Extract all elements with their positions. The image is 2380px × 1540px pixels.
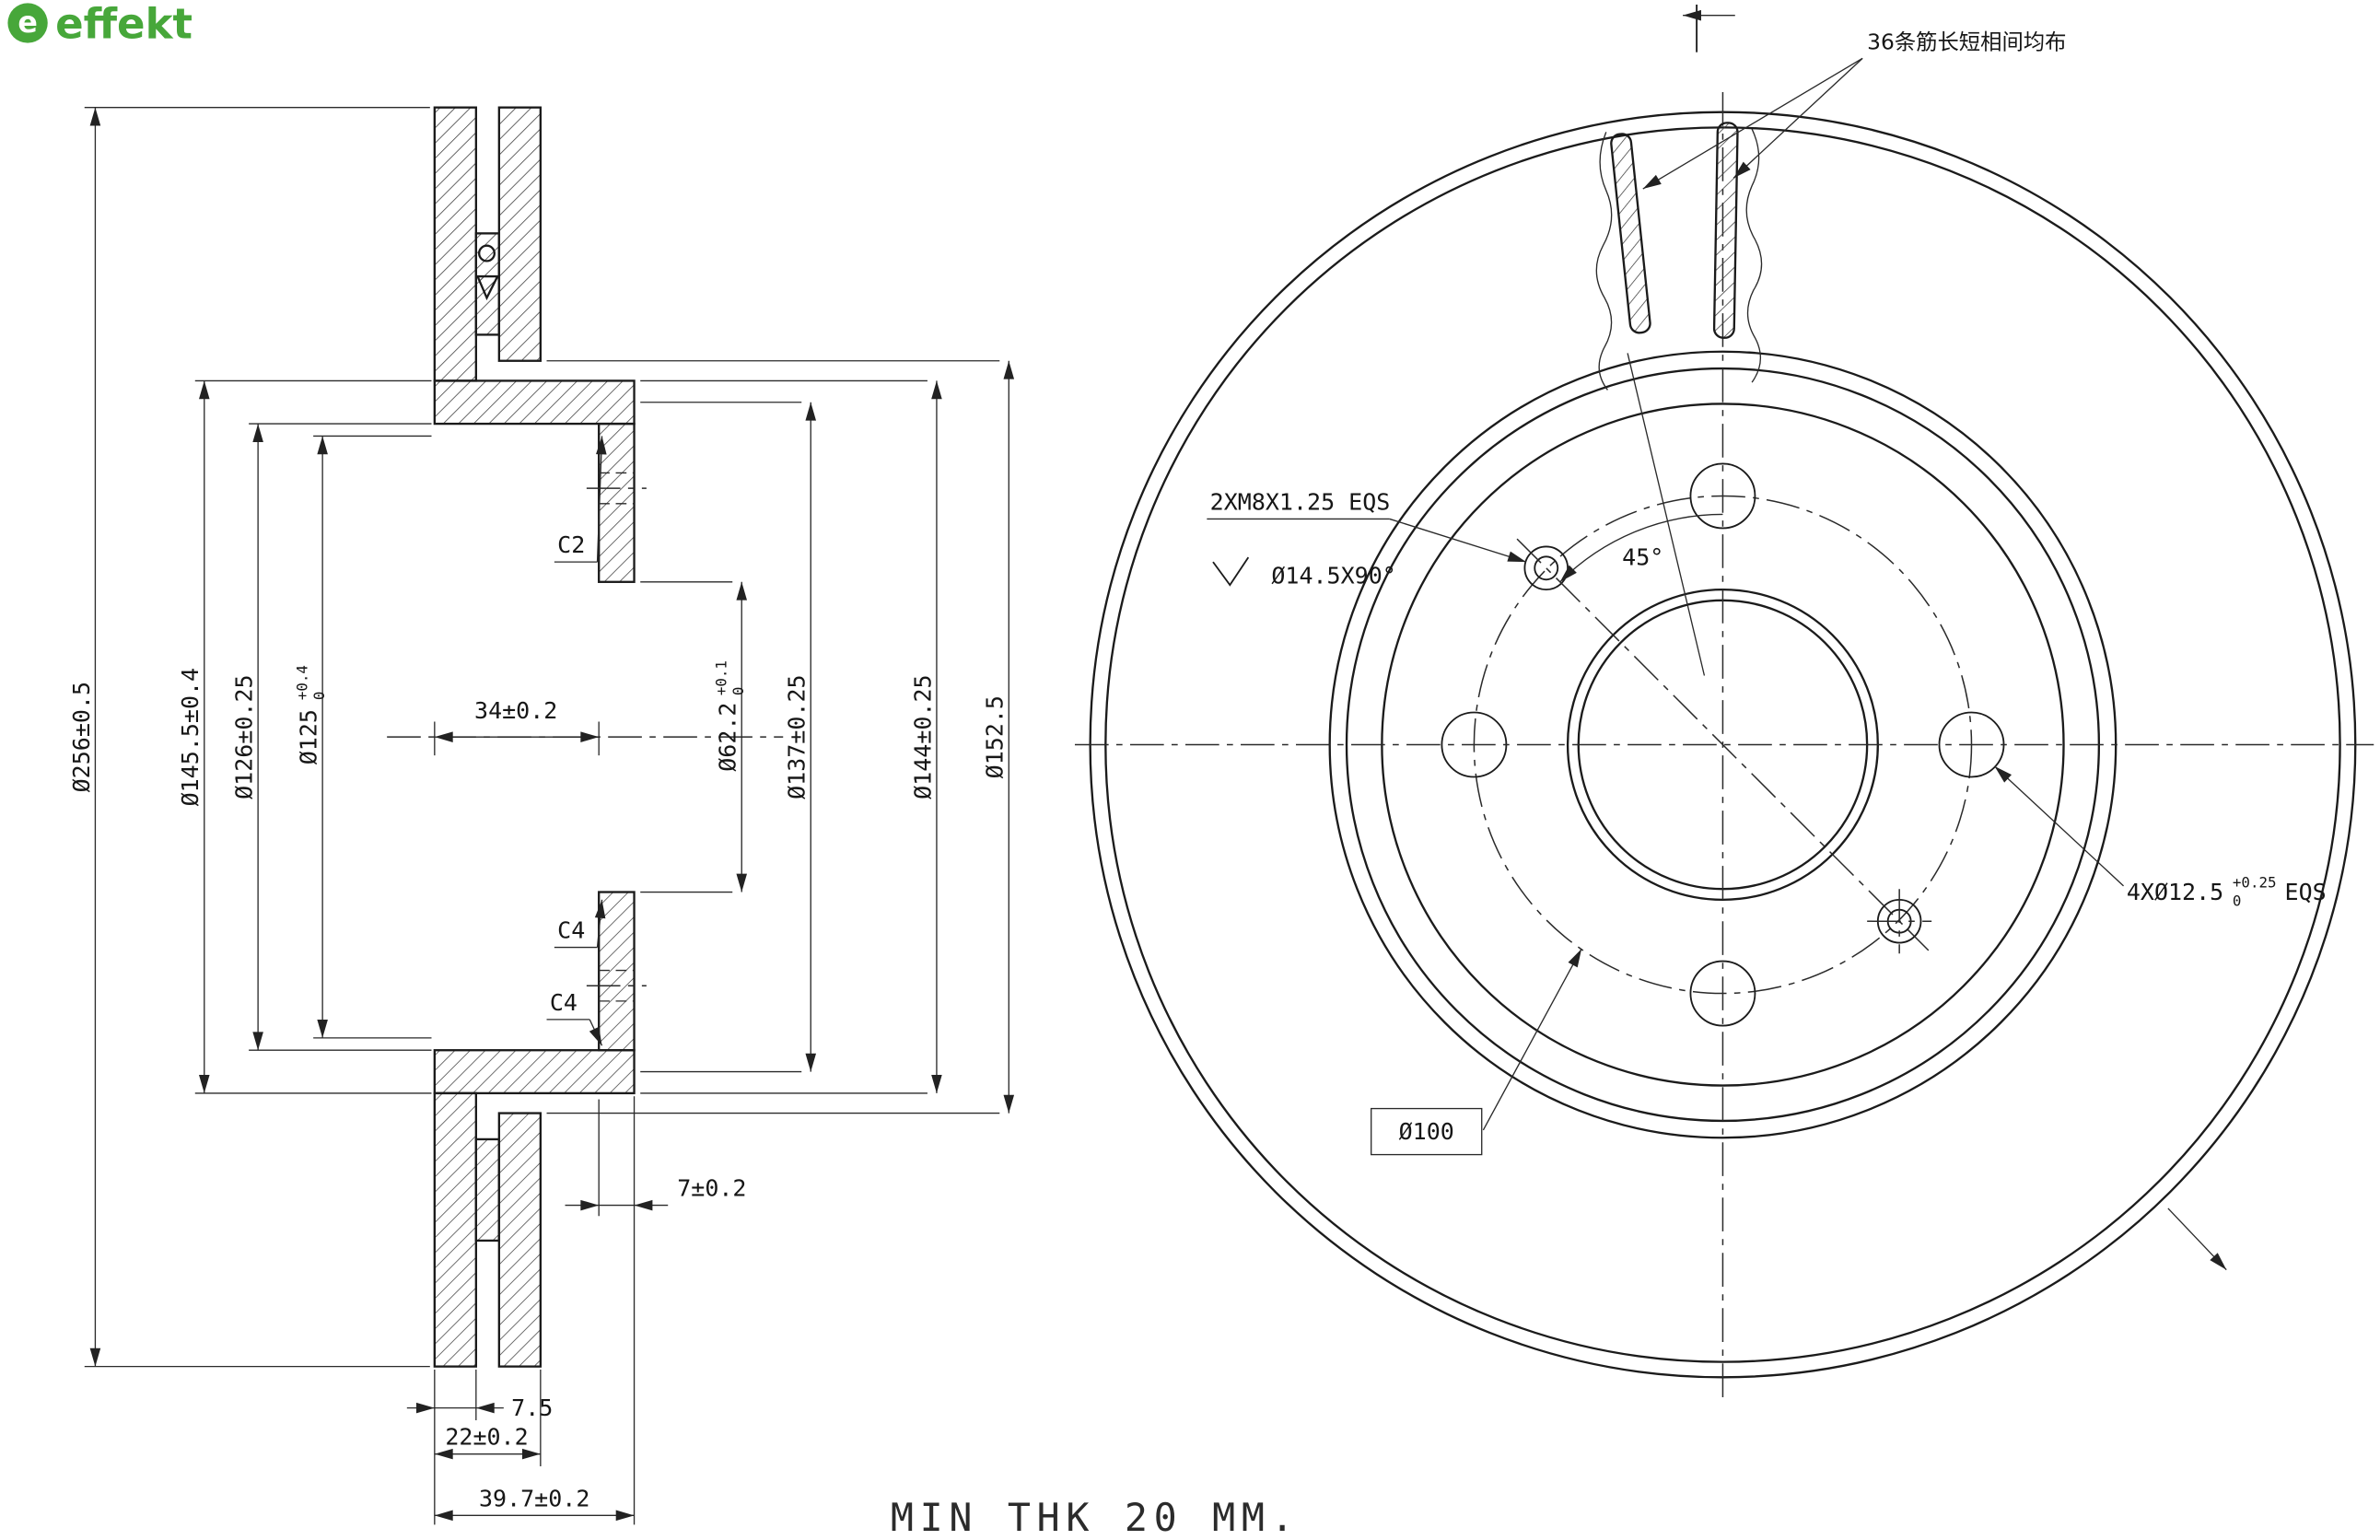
inboard-plate-upper: [497, 106, 542, 362]
outboard-plate-upper: [433, 106, 478, 382]
dim-label-d145-5: Ø145.5±0.4: [177, 668, 204, 807]
dim-hat-diameter-126: Ø126±0.25: [230, 423, 432, 1051]
dim-label-d137: Ø137±0.25: [784, 674, 811, 799]
thread-note-label: 2XM8X1.25 EQS: [1210, 488, 1391, 515]
mounting-flange-lower: [598, 891, 636, 1052]
dim-label-d144: Ø144±0.25: [909, 674, 936, 799]
bolt-holes-label: 4XØ12.5: [2127, 879, 2223, 905]
bolt-hole-top: [1689, 462, 1756, 530]
dim-flange-diameter-137: Ø137±0.25: [640, 402, 817, 1073]
inboard-plate-lower: [497, 1112, 542, 1368]
dim-label-w34: 34±0.2: [474, 697, 557, 724]
dim-center-bore: Ø62.2 +0.1 0: [640, 581, 748, 893]
countersink-label: Ø14.5X90°: [1271, 562, 1395, 589]
flange-bolt-hole-hidden-lines: [586, 472, 647, 1002]
rib-slot-left: [1610, 133, 1651, 334]
rotation-direction-arrow: [2167, 1208, 2227, 1271]
dim-label-w22: 22±0.2: [445, 1424, 528, 1451]
dim-label-d62-2-tol-lower: 0: [729, 687, 747, 696]
thread-hole-lower-right: [1867, 889, 1932, 954]
bolt-holes-tol-lower: 0: [2233, 892, 2242, 910]
rib-radial-line: [1627, 353, 1706, 676]
brand-logo: e effekt: [7, 0, 192, 49]
hat-shoulder-lower: [433, 1049, 636, 1095]
vane-detail-wedge: [475, 274, 500, 301]
angle-45-label: 45°: [1622, 543, 1663, 570]
bolt-holes-callout: 4XØ12.5 +0.25 0 EQS: [1994, 765, 2327, 910]
dim-vent-inner-diameter: Ø145.5±0.4: [177, 379, 432, 1094]
break-line-left: [1595, 132, 1613, 391]
chamfer-c4-callout-upper: C4: [554, 899, 606, 949]
vane-section-lower: [474, 1138, 501, 1242]
outboard-plate-lower: [433, 1091, 478, 1368]
dim-outer-diameter: Ø256±0.5: [68, 107, 430, 1368]
hat-shoulder-upper: [433, 379, 636, 426]
chamfer-c2-callout: C2: [554, 436, 607, 563]
front-geometry: [1074, 5, 2374, 1401]
chamfer-c4-callout-lower: C4: [546, 989, 603, 1046]
diagonal-45-centerline: [1516, 538, 1930, 951]
dim-label-d62-2: Ø62.2: [715, 703, 741, 772]
pcd-box: [1371, 1107, 1483, 1156]
dim-diameter-152-5: Ø152.5: [546, 360, 1015, 1114]
thread-note-callout: 2XM8X1.25 EQS Ø14.5X90°: [1207, 488, 1527, 589]
angle-45-callout: 45°: [1559, 513, 1723, 583]
mounting-flange-upper: [598, 422, 636, 583]
break-line-right: [1745, 128, 1763, 383]
section-view: Ø256±0.5 Ø145.5±0.4 Ø126±0.25 Ø125 +0.4 …: [68, 106, 1015, 1525]
dim-label-d62-2-tol-upper: +0.1: [713, 660, 730, 695]
chamfer-label-c4-a: C4: [557, 917, 585, 944]
brand-logo-icon-letter: e: [18, 6, 37, 40]
vane-detail-circle: [478, 244, 496, 262]
dim-label-d126: Ø126±0.25: [230, 674, 257, 799]
pcd-label: Ø100: [1399, 1118, 1454, 1145]
dim-label-w39-7: 39.7±0.2: [479, 1485, 589, 1511]
dim-overall-height-39-7: 39.7±0.2: [434, 1485, 635, 1522]
front-view: 36条筋长短相间均布 2XM8X1.25 EQS Ø14.5X90° 45° 4…: [1074, 5, 2374, 1401]
ribs-note-callout: 36条筋长短相间均布: [1642, 29, 2066, 190]
bolt-holes-tol-upper: +0.25: [2233, 874, 2277, 892]
min-thickness-note: MIN THK 20 MM.: [891, 1495, 1300, 1540]
countersink-symbol-icon: [1212, 556, 1250, 587]
dim-label-d125-tol-upper: +0.4: [293, 665, 310, 700]
dim-label-d152-5: Ø152.5: [982, 695, 1009, 778]
dim-ring-thickness-22: 22±0.2: [434, 1369, 542, 1466]
bolt-holes-eqs-label: EQS: [2285, 879, 2327, 905]
dim-label-w7: 7±0.2: [677, 1175, 746, 1202]
pcd-callout: Ø100: [1371, 948, 1582, 1156]
ribs-note-label: 36条筋长短相间均布: [1867, 29, 2066, 54]
dim-pilot-diameter-125: Ø125 +0.4 0: [293, 435, 432, 1039]
dim-label-w7-5: 7.5: [511, 1394, 553, 1421]
chamfer-label-c4-b: C4: [550, 989, 578, 1016]
dim-plate-thickness-7-5: 7.5: [406, 1369, 553, 1525]
dim-flange-thickness-7: 7±0.2: [565, 1096, 746, 1525]
section-geometry: [387, 106, 784, 1368]
dim-hat-depth-34: 34±0.2: [434, 697, 600, 756]
rib-slot-section: [1595, 122, 1763, 676]
rib-slot-right: [1712, 122, 1739, 339]
brand-logo-wordmark: effekt: [55, 0, 192, 49]
brand-logo-icon: [7, 3, 48, 43]
dim-diameter-144: Ø144±0.25: [640, 379, 942, 1094]
dim-label-d125: Ø125: [295, 709, 321, 764]
dim-label-d125-tol-lower: 0: [310, 692, 328, 701]
bolt-hole-bottom: [1689, 960, 1756, 1027]
chamfer-label-c2: C2: [557, 531, 585, 558]
section-arrow-top: [1683, 5, 1735, 52]
dim-label-d256: Ø256±0.5: [68, 682, 95, 792]
